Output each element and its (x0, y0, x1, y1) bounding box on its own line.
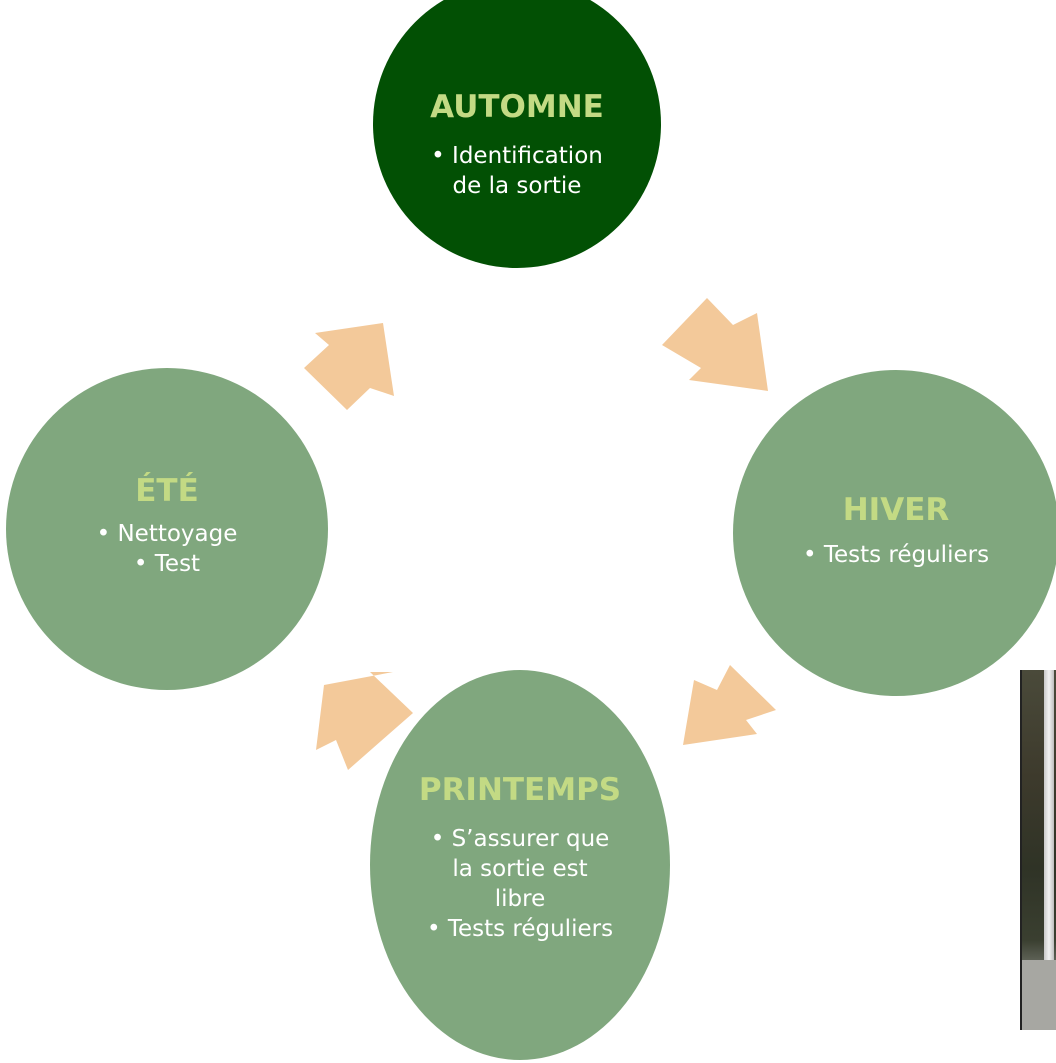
pipe-shape (1044, 670, 1054, 1030)
season-title-autumn: AUTOMNE (430, 89, 604, 125)
season-bullet: de la sortie (452, 173, 582, 199)
season-spring: PRINTEMPS • S’assurer que la sortie est … (370, 670, 670, 1060)
downspout-photo (1020, 670, 1056, 1030)
season-title-winter: HIVER (842, 492, 950, 528)
season-winter: HIVER • Tests réguliers (733, 370, 1056, 696)
arrow-winter-to-spring (683, 665, 776, 745)
season-bullet: • Identification (431, 143, 603, 169)
season-bullet: • Tests réguliers (802, 542, 990, 568)
season-bullet: • Tests réguliers (426, 916, 614, 942)
season-autumn: AUTOMNE • Identification de la sortie (373, 0, 661, 268)
season-bullet: • Test (133, 551, 201, 577)
season-bullet: • S’assurer que (430, 826, 610, 852)
season-title-summer: ÉTÉ (135, 473, 199, 509)
season-bullet: la sortie est (452, 856, 588, 882)
season-bullet: libre (494, 886, 546, 912)
season-bullet: • Nettoyage (96, 521, 238, 547)
arrow-spring-to-summer (316, 672, 413, 770)
ground-shape (1022, 960, 1056, 1030)
arrow-summer-to-autumn (304, 323, 394, 410)
arrow-autumn-to-winter (662, 298, 768, 391)
season-title-spring: PRINTEMPS (418, 772, 622, 808)
season-summer: ÉTÉ • Nettoyage • Test (6, 368, 328, 690)
